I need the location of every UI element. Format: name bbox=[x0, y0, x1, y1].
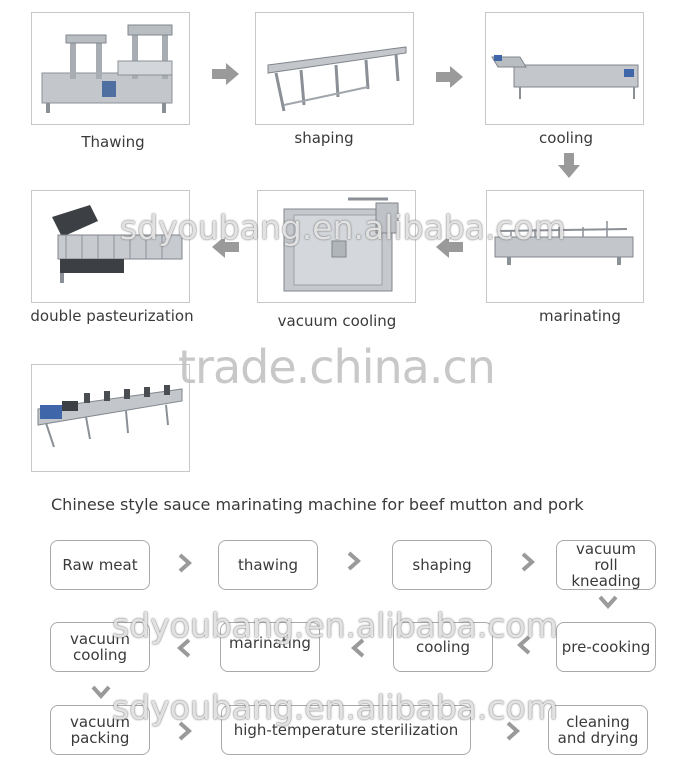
photo-shaping bbox=[255, 12, 414, 125]
thawing-machine-image bbox=[41, 24, 173, 113]
caption-shaping: shaping bbox=[294, 129, 354, 147]
chevron-left-icon bbox=[350, 638, 365, 658]
photo-cooling bbox=[485, 12, 644, 125]
flow-step-high-temperature-sterilization: high-temperature sterilization bbox=[221, 705, 471, 755]
flow-step-shaping: shaping bbox=[392, 540, 492, 590]
down-arrow-icon bbox=[558, 153, 580, 178]
watermark-trade-china: trade.china.cn bbox=[178, 340, 496, 394]
chevron-right-icon bbox=[178, 553, 193, 573]
chevron-right-icon bbox=[347, 551, 362, 571]
marinating-machine-image bbox=[494, 221, 634, 265]
flow-step-vacuum-cooling: vacuum cooling bbox=[50, 622, 150, 672]
caption-thawing: Thawing bbox=[81, 133, 145, 151]
cooling-machine-image bbox=[491, 55, 639, 99]
flow-step-marinating: marinating bbox=[220, 622, 320, 672]
pre-cooking-machine-image bbox=[37, 385, 183, 448]
caption-double-pasteurization: double pasteurization bbox=[30, 307, 194, 325]
flow-step-vacuum-packing: vacuum packing bbox=[50, 705, 150, 755]
pasteurization-machine-image bbox=[52, 205, 183, 283]
photo-double-pasteurization bbox=[31, 190, 190, 303]
flow-step-cleaning-and-drying: cleaning and drying bbox=[548, 705, 648, 755]
right-arrow-icon bbox=[436, 66, 463, 88]
photo-marinating bbox=[486, 190, 644, 303]
chevron-right-icon bbox=[178, 721, 193, 741]
caption-marinating: marinating bbox=[539, 307, 621, 325]
chevron-left-icon bbox=[516, 635, 531, 655]
photo-pre-cooking bbox=[31, 364, 190, 472]
page-subtitle: Chinese style sauce marinating machine f… bbox=[51, 495, 584, 514]
photo-thawing bbox=[31, 12, 190, 125]
caption-cooling: cooling bbox=[539, 129, 593, 147]
chevron-down-icon bbox=[598, 595, 618, 610]
flow-step-cooling: cooling bbox=[393, 622, 493, 672]
caption-vacuum-cooling: vacuum cooling bbox=[277, 312, 397, 330]
flow-step-raw-meat: Raw meat bbox=[50, 540, 150, 590]
chevron-down-icon bbox=[91, 685, 111, 700]
photo-vacuum-cooling bbox=[257, 190, 416, 303]
left-arrow-icon bbox=[212, 236, 239, 258]
chevron-right-icon bbox=[521, 552, 536, 572]
flow-step-thawing: thawing bbox=[218, 540, 318, 590]
shaping-machine-image bbox=[267, 46, 407, 112]
chevron-right-icon bbox=[506, 721, 521, 741]
flow-step-pre-cooking: pre-cooking bbox=[556, 622, 656, 672]
vacuum-cooling-machine-image bbox=[283, 197, 399, 292]
chevron-left-icon bbox=[176, 638, 191, 658]
flow-step-vacuum-roll-kneading: vacuum roll kneading bbox=[556, 540, 656, 590]
right-arrow-icon bbox=[212, 63, 239, 85]
left-arrow-icon bbox=[436, 236, 463, 258]
